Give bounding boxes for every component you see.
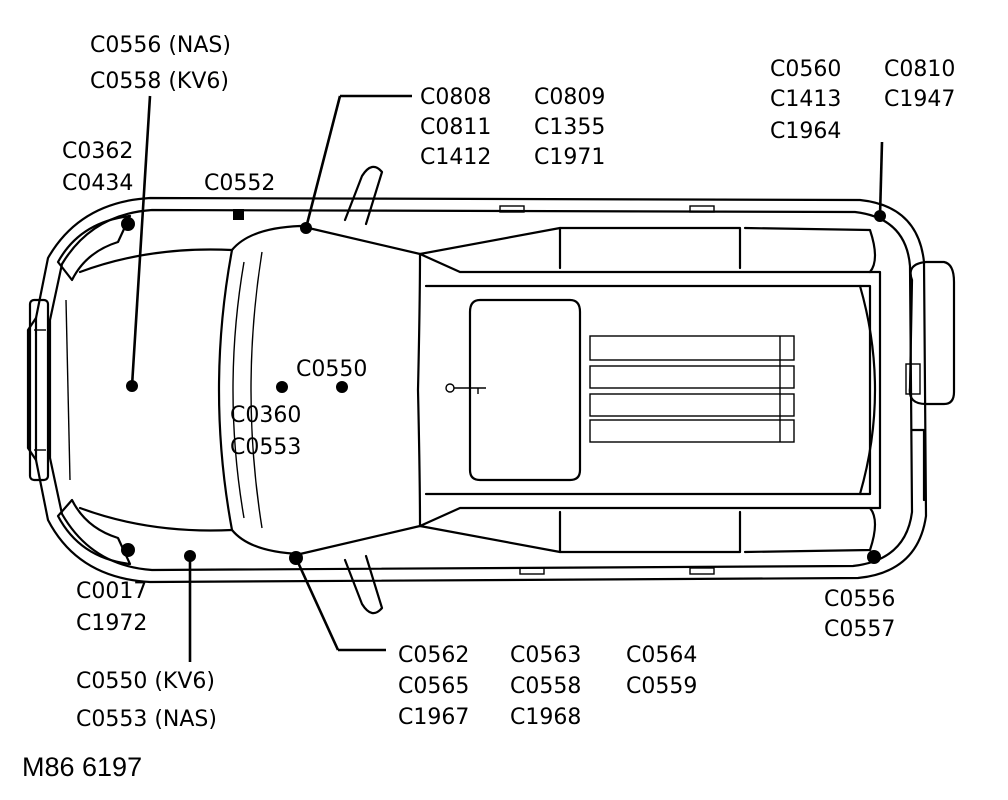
connector-label: C0809 — [534, 85, 605, 110]
leader-front-center — [130, 95, 152, 387]
connector-dot-center-2 — [276, 381, 288, 393]
connector-label: C1412 — [420, 145, 491, 170]
connector-dot-rear-left — [874, 210, 886, 222]
connector-dot-rear-right — [867, 550, 881, 564]
connector-label: C0017 — [76, 579, 147, 604]
connector-label: C0810 — [884, 57, 955, 82]
connector-label: C0550 (KV6) — [76, 669, 215, 694]
connector-dot-a-pillar-right — [289, 551, 303, 565]
connector-label: C0362 — [62, 139, 133, 164]
callout-rear-left: C0560 C0810 C1413 C1947 C1964 — [770, 57, 955, 144]
connector-label: C0434 — [62, 171, 133, 196]
connector-label: C0552 — [204, 171, 275, 196]
connector-label: C1947 — [884, 87, 955, 112]
connector-label: C0559 — [626, 674, 697, 699]
callout-a-pillar-right: C0562 C0563 C0564 C0565 C0558 C0559 C196… — [398, 643, 697, 730]
connector-dot-front-left-side — [233, 209, 244, 220]
connector-label: C1968 — [510, 705, 581, 730]
connector-label: C0558 (KV6) — [90, 69, 229, 94]
connector-points — [121, 209, 886, 565]
connector-label: C0562 — [398, 643, 469, 668]
connector-label: C0556 — [824, 587, 895, 612]
connector-dot-a-pillar-left — [300, 222, 312, 234]
connector-dot-front-left-corner — [121, 217, 135, 231]
connector-label: C0811 — [420, 115, 491, 140]
connector-dot-center-1 — [336, 381, 348, 393]
connector-label: C0360 — [230, 403, 301, 428]
connector-label: C0556 (NAS) — [90, 33, 231, 58]
connector-dot-front-right-corner — [121, 543, 135, 557]
connector-label: C1355 — [534, 115, 605, 140]
connector-dot-front-center — [126, 380, 138, 392]
connector-label: C0557 — [824, 617, 895, 642]
callout-center-2: C0360 C0553 — [230, 403, 301, 460]
callout-front-left-side: C0552 — [204, 171, 275, 196]
callout-a-pillar-left: C0808 C0809 C0811 C1355 C1412 C1971 — [420, 85, 605, 170]
leader-a-pillar-left-1 — [304, 95, 342, 229]
vehicle-outline — [26, 165, 956, 615]
connector-label: C1964 — [770, 119, 841, 144]
connector-label: C1972 — [76, 611, 147, 636]
connector-label: C1413 — [770, 87, 841, 112]
callout-front-right-side: C0550 (KV6) C0553 (NAS) — [76, 669, 217, 732]
connector-label: C0553 (NAS) — [76, 707, 217, 732]
connector-label: C1967 — [398, 705, 469, 730]
connector-label: C0565 — [398, 674, 469, 699]
connector-label: C1971 — [534, 145, 605, 170]
callout-front-left-corner: C0362 C0434 — [62, 139, 133, 196]
leader-a-pillar-right-1 — [294, 557, 340, 651]
callout-rear-right: C0556 C0557 — [824, 587, 895, 642]
leader-lines — [130, 94, 884, 662]
connector-label: C0808 — [420, 85, 491, 110]
connector-label: C0550 — [296, 357, 367, 382]
leader-rear-left — [878, 141, 884, 217]
connector-label: C0553 — [230, 435, 301, 460]
callout-center-1: C0550 — [296, 357, 367, 382]
connector-label: C0558 — [510, 674, 581, 699]
connector-label: C0560 — [770, 57, 841, 82]
figure-id: M86 6197 — [22, 752, 142, 782]
connector-dot-front-right-side — [184, 550, 196, 562]
connector-label: C0563 — [510, 643, 581, 668]
callout-front-right-corner: C0017 C1972 — [76, 579, 147, 636]
connector-label: C0564 — [626, 643, 697, 668]
callout-front-center: C0556 (NAS) C0558 (KV6) — [90, 33, 231, 94]
